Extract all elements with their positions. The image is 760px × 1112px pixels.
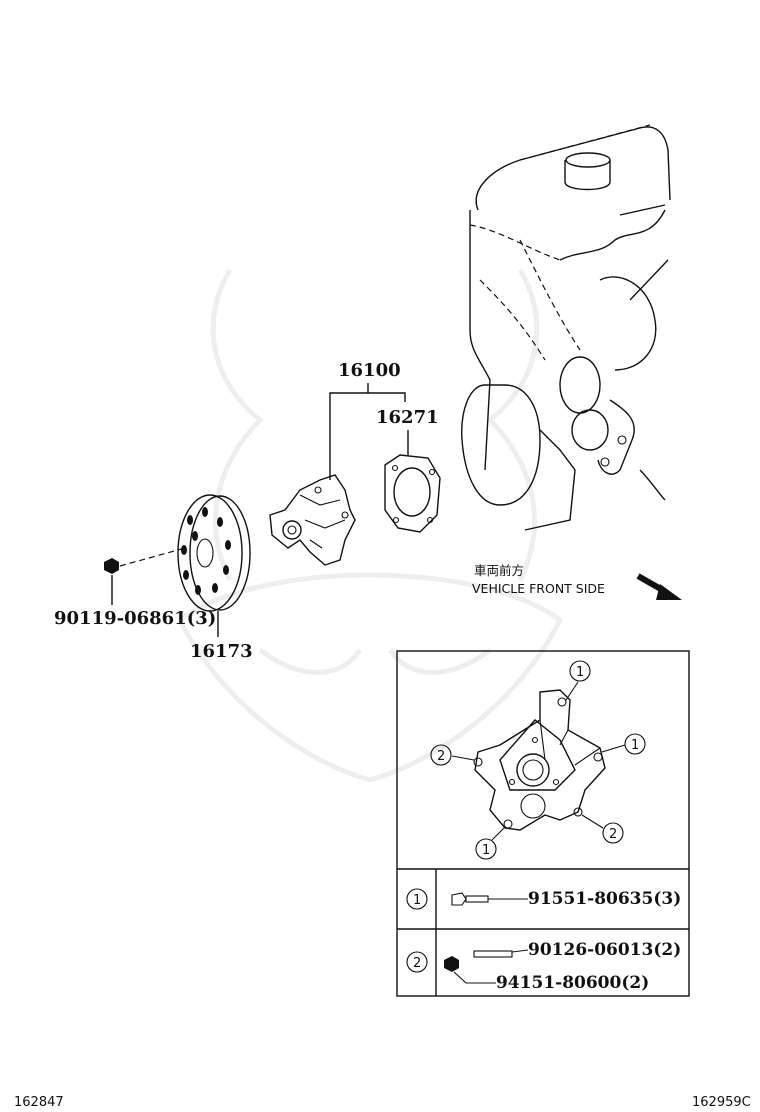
pulley	[177, 494, 251, 612]
row2-index: 2	[413, 956, 421, 971]
direction-en: VEHICLE FRONT SIDE	[472, 581, 605, 596]
footer-left-id: 162847	[14, 1095, 64, 1110]
callout-left: 2	[430, 744, 475, 766]
watermark	[177, 268, 564, 783]
pump-face	[473, 689, 606, 831]
callout-top-right: 1	[565, 660, 591, 701]
gasket	[384, 454, 441, 533]
svg-text:1: 1	[631, 738, 639, 753]
detail-row-2: 2 90126-06013(2) 94151-80600(2)	[406, 940, 681, 993]
callout-right: 1	[601, 733, 646, 755]
row2-stud: 90126-06013(2)	[528, 940, 681, 960]
row1-part: 91551-80635(3)	[528, 889, 681, 909]
callout-bottom-right: 2	[581, 814, 624, 844]
detail-row-1: 1 91551-80635(3)	[406, 888, 681, 910]
front-arrow-icon	[636, 573, 682, 600]
svg-text:1: 1	[482, 843, 490, 858]
direction-jp: 車両前方	[474, 563, 524, 578]
row1-index: 1	[413, 893, 421, 908]
water-pump	[269, 474, 356, 566]
leader-lines	[217, 383, 409, 637]
nut-icon	[444, 956, 459, 972]
label-pulley: 16173	[190, 641, 253, 662]
detail-box: 1 1 2 2 1 1	[396, 650, 690, 997]
stud-icon	[473, 950, 513, 958]
label-water-pump-assy: 16100	[338, 360, 401, 381]
svg-text:1: 1	[576, 665, 584, 680]
bolt-icon	[451, 892, 489, 906]
label-gasket: 16271	[376, 407, 439, 428]
pulley-bolt	[104, 547, 186, 605]
label-pulley-bolt: 90119-06861(3)	[54, 608, 216, 629]
row2-nut: 94151-80600(2)	[496, 973, 649, 993]
footer-right-id: 162959C	[692, 1095, 751, 1110]
callout-bottom-left: 1	[475, 827, 505, 860]
svg-text:2: 2	[437, 749, 445, 764]
svg-text:2: 2	[609, 827, 617, 842]
engine-block	[461, 124, 671, 531]
